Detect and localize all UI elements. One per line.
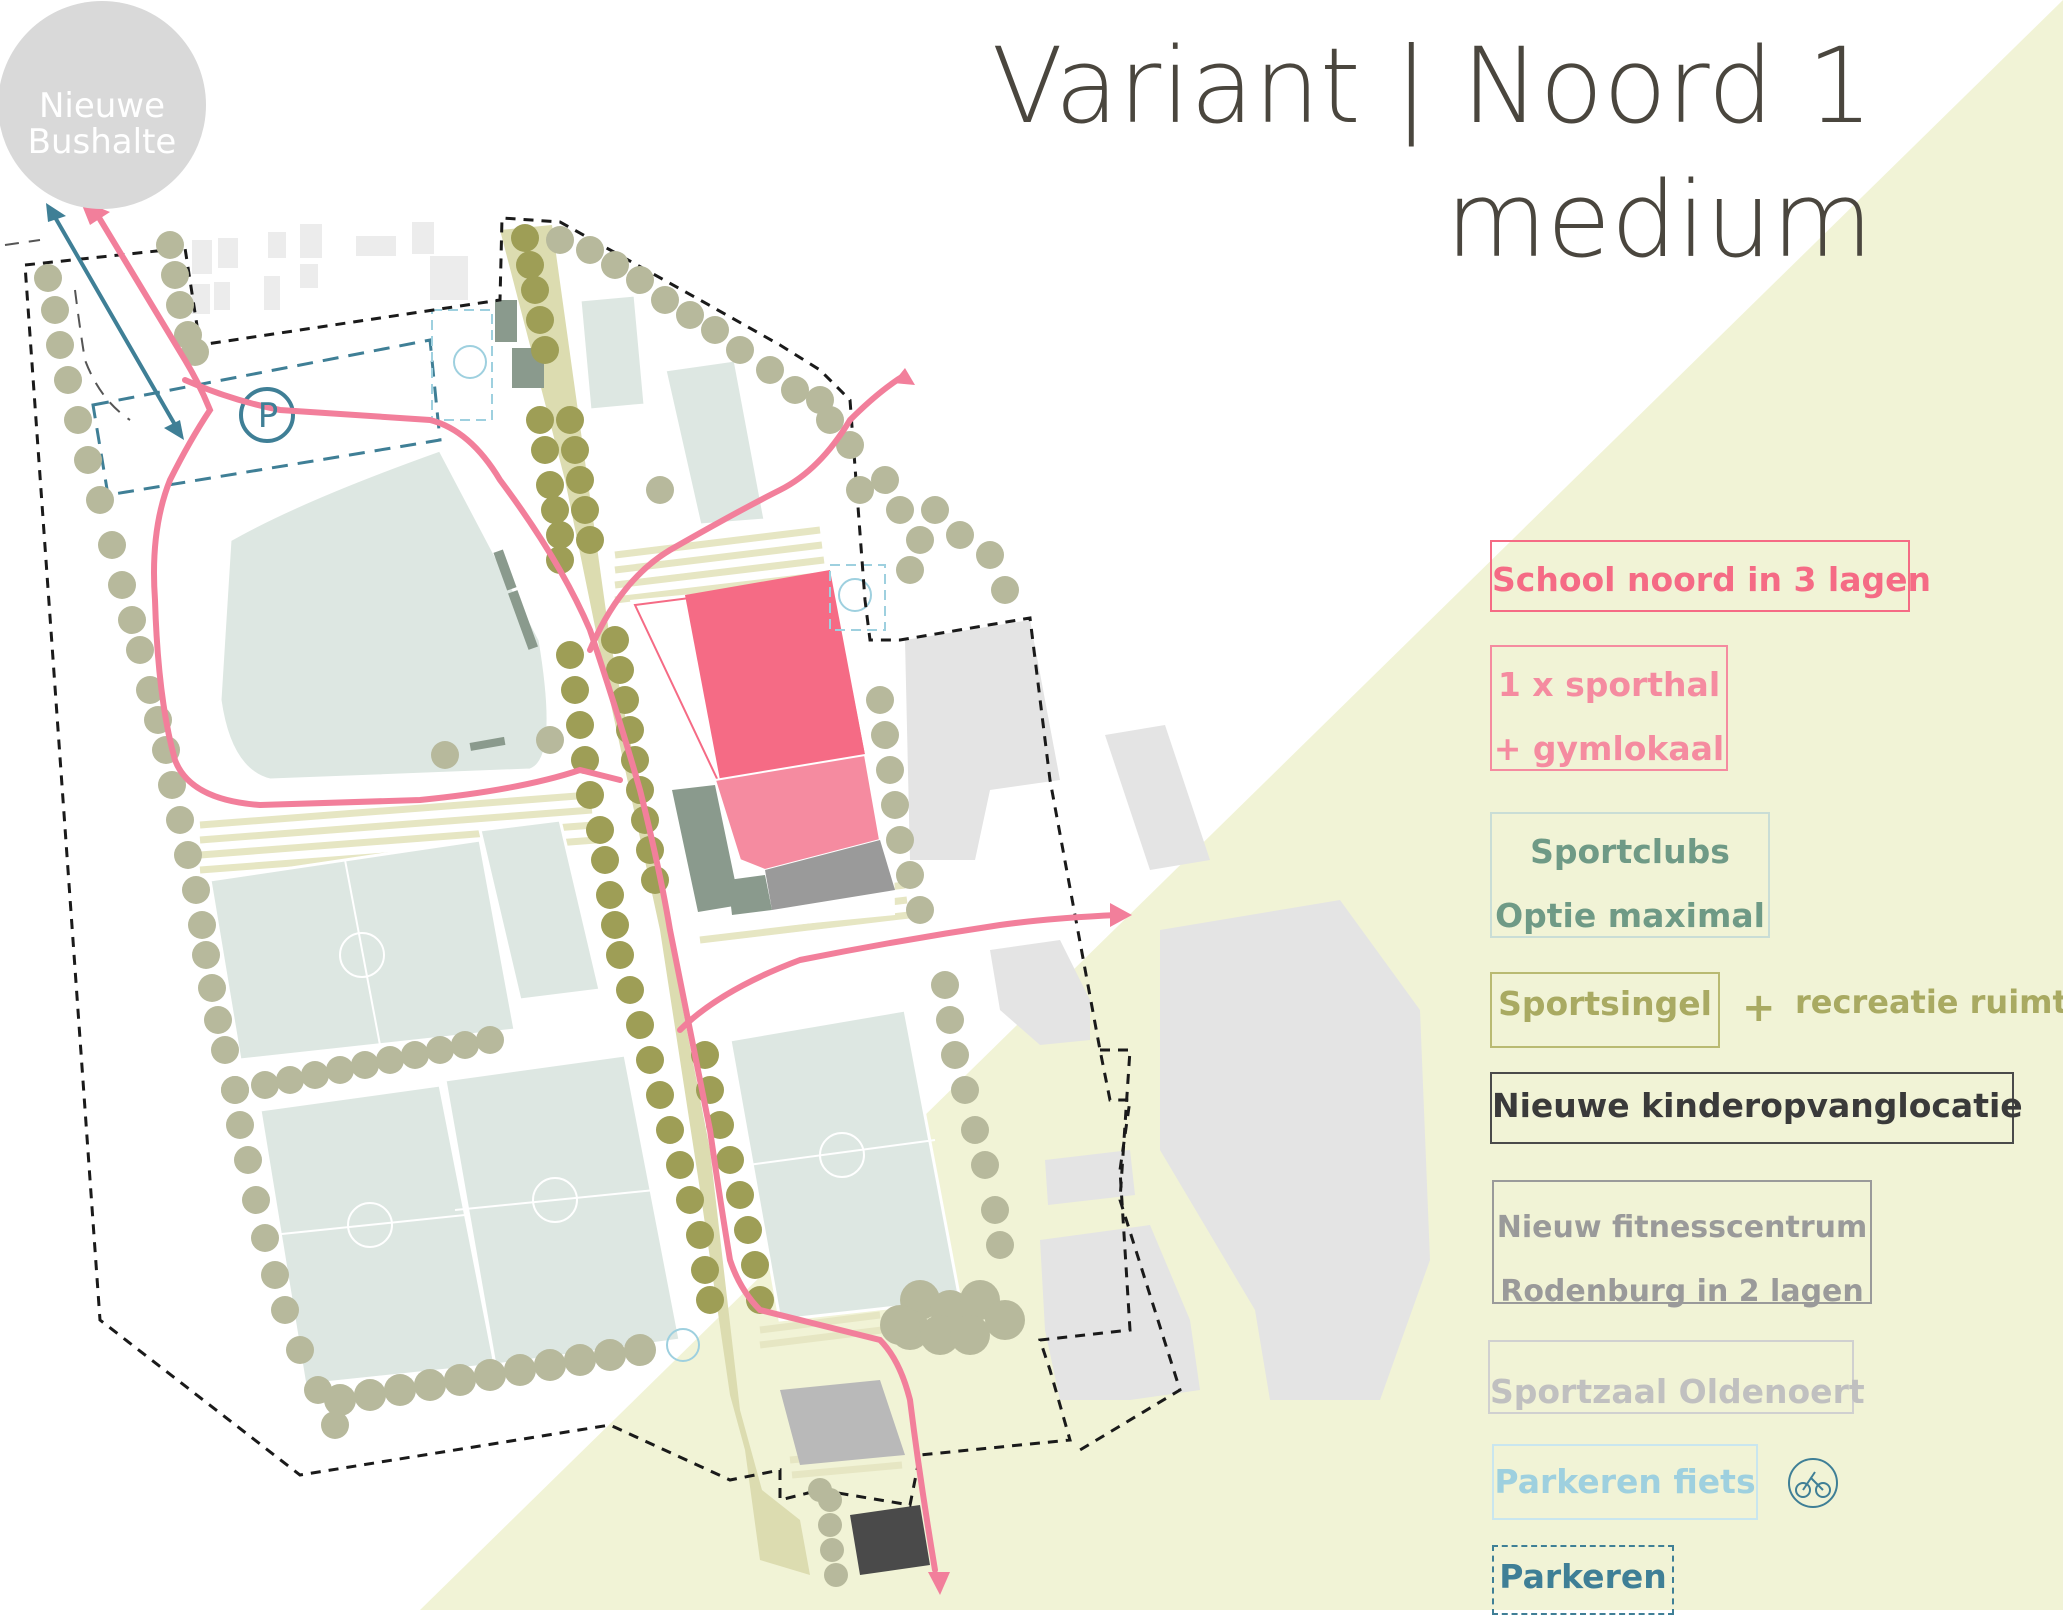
legend-fitness-line1: Nieuw fitnesscentrum <box>1496 1210 1868 1245</box>
legend-school: School noord in 3 lagen <box>1490 540 1932 612</box>
legend-parkeren-fiets: Parkeren fiets <box>1492 1444 1758 1520</box>
field-markings <box>271 859 936 1248</box>
legend-parkeren-label: Parkeren <box>1499 1557 1667 1596</box>
legend-sportclubs-line1: Sportclubs <box>1530 832 1730 871</box>
fitness-building[interactable] <box>780 1380 905 1465</box>
bicycle-icon <box>1795 1471 1831 1498</box>
baseball-field <box>218 448 550 782</box>
sport-fields <box>208 293 962 1387</box>
sportclubs-building-2[interactable] <box>728 875 772 915</box>
existing-buildings-east <box>905 620 1430 1400</box>
legend-fitness-line2: Rodenburg in 2 lagen <box>1500 1274 1864 1309</box>
legend-plus: + <box>1742 985 1776 1031</box>
legend-school-label: School noord in 3 lagen <box>1492 560 1932 599</box>
parking-symbol: P <box>257 396 279 436</box>
legend-parkeren-fiets-label: Parkeren fiets <box>1494 1462 1756 1501</box>
legend-bicycle-icon <box>1788 1458 1838 1508</box>
legend-sporthal-line1: 1 x sporthal <box>1497 665 1721 704</box>
legend-parkeren: Parkeren <box>1492 1545 1674 1615</box>
road-curve <box>4 239 131 421</box>
small-field-2 <box>663 358 767 527</box>
legend-recreatie: recreatie ruimte <box>1795 983 2063 1021</box>
field-3 <box>443 1053 682 1367</box>
bus-connection <box>46 203 184 440</box>
bus-stop-line1: Nieuwe <box>38 86 166 126</box>
legend-kinderopvang: Nieuwe kinderopvanglocatie <box>1490 1072 2023 1144</box>
site-boundary <box>23 216 1182 1507</box>
legend-kinderopvang-label: Nieuwe kinderopvanglocatie <box>1492 1086 2023 1125</box>
sportsingel-strip <box>500 225 810 1575</box>
parking-icon <box>239 387 295 443</box>
trees <box>34 224 1025 1587</box>
legend-sporthal: 1 x sporthal + gymlokaal <box>1490 645 1728 771</box>
legend-fitness: Nieuw fitnesscentrum Rodenburg in 2 lage… <box>1492 1180 1872 1309</box>
routes <box>89 203 1121 1573</box>
bus-stop-label: Nieuwe Bushalte <box>0 88 207 160</box>
page-subtitle: medium <box>1445 159 1873 281</box>
gymlokaal-building[interactable] <box>765 840 895 910</box>
page-title: Variant | Noord 1 <box>991 25 1873 147</box>
sportclubs-building[interactable] <box>672 785 740 912</box>
legend-sportclubs: Sportclubs Optie maximal <box>1490 812 1770 938</box>
kinderopvang-building[interactable] <box>850 1505 930 1575</box>
legend-sportsingel: Sportsingel <box>1490 972 1720 1048</box>
legend-sportsingel-label: Sportsingel <box>1498 984 1712 1023</box>
legend-sportzaal: Sportzaal Oldenoert <box>1488 1340 1865 1414</box>
field-1b <box>478 818 602 1002</box>
bike-parking-markers <box>431 309 886 1362</box>
bus-stop <box>0 1 206 209</box>
bus-stop-line2: Bushalte <box>27 122 177 162</box>
small-field-1 <box>578 293 647 412</box>
sportclubs-strip <box>469 300 544 751</box>
legend-sportclubs-line2: Optie maximal <box>1495 896 1765 935</box>
existing-buildings-north <box>192 222 468 314</box>
school-building[interactable] <box>685 570 865 780</box>
legend-sportzaal-label: Sportzaal Oldenoert <box>1490 1372 1865 1411</box>
legend-sporthal-line2: + gymlokaal <box>1493 729 1725 768</box>
parking-area <box>91 338 442 497</box>
